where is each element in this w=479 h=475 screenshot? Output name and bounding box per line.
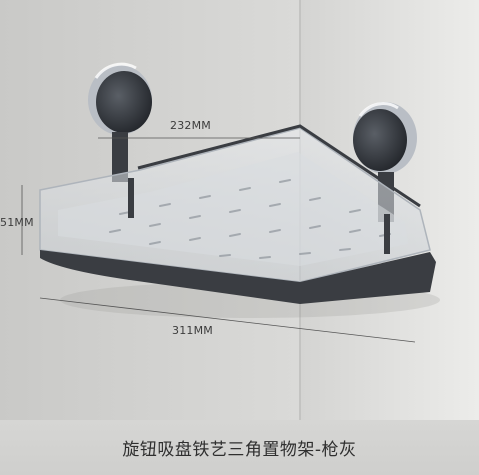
suction-cup-left [88,62,152,182]
width-dimension-label: 232MM [170,119,211,132]
length-dimension-label: 311MM [172,324,213,337]
product-caption: 旋钮吸盘铁艺三角置物架-枪灰 [122,440,357,460]
drainage-slots [109,179,391,259]
dimension-lines [21,137,416,343]
post-left [128,178,134,218]
front-frame [40,250,436,304]
post-right [384,214,390,254]
rear-frame [137,124,421,208]
height-dimension-label: 51MM [0,216,34,229]
tray-floor [58,152,408,266]
caption-bar: 旋钮吸盘铁艺三角置物架-枪灰 [0,420,479,475]
